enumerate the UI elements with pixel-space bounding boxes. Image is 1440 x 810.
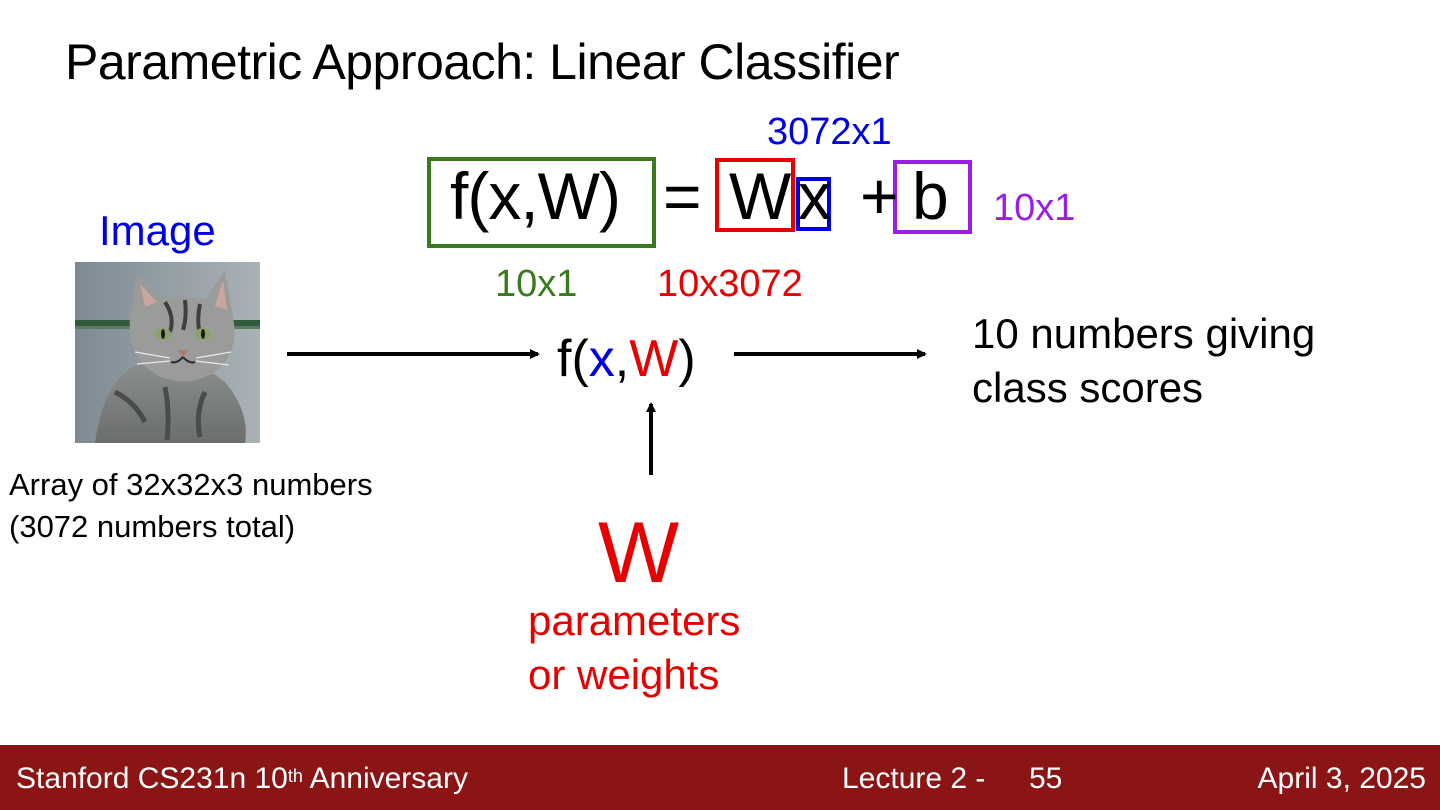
output-line2: class scores bbox=[972, 364, 1204, 411]
cat-image bbox=[75, 262, 260, 443]
footer-date: April 3, 2025 bbox=[1257, 762, 1426, 795]
parameters-line1: parameters bbox=[528, 597, 741, 644]
equation-lhs: f(x,W) bbox=[450, 159, 621, 233]
function-x: x bbox=[588, 330, 615, 388]
footer-page-number: 55 bbox=[1029, 762, 1063, 795]
output-line1: 10 numbers giving bbox=[972, 310, 1316, 357]
parameters-line2: or weights bbox=[528, 651, 720, 698]
function-label: f(x,W) bbox=[557, 327, 696, 391]
output-label: 10 numbers giving class scores bbox=[972, 307, 1392, 415]
bias-box bbox=[893, 160, 972, 234]
footer-course-suffix: Anniversary bbox=[302, 762, 468, 795]
parameters-label: parameters or weights bbox=[528, 594, 808, 702]
weights-symbol: W bbox=[598, 505, 680, 601]
footer-course: Stanford CS231n 10th Anniversary bbox=[16, 761, 468, 797]
weights-box bbox=[715, 158, 795, 232]
array-caption-line2: (3072 numbers total) bbox=[9, 509, 296, 544]
function-comma: , bbox=[614, 330, 630, 388]
footer-course-superscript: th bbox=[287, 766, 303, 786]
equation-equals: = bbox=[663, 159, 702, 233]
function-close: ) bbox=[678, 330, 696, 388]
function-W: W bbox=[629, 330, 679, 388]
footer-lecture: Lecture 2 - bbox=[842, 762, 986, 795]
array-caption: Array of 32x32x3 numbers (3072 numbers t… bbox=[9, 464, 373, 548]
equation-b: b bbox=[912, 159, 949, 233]
equation-plus: + bbox=[860, 159, 899, 233]
footer-bar: Stanford CS231n 10th Anniversary Lecture… bbox=[0, 745, 1440, 810]
function-output-box bbox=[427, 157, 656, 248]
dimension-f: 10x1 bbox=[495, 263, 578, 305]
equation-W: W bbox=[729, 159, 791, 233]
function-open: f( bbox=[557, 330, 589, 388]
array-caption-line1: Array of 32x32x3 numbers bbox=[9, 467, 373, 502]
dimension-x: 3072x1 bbox=[767, 111, 892, 153]
dimension-b: 10x1 bbox=[993, 187, 1076, 229]
image-label: Image bbox=[99, 207, 216, 254]
equation-x: x bbox=[798, 159, 831, 233]
footer-course-text: Stanford CS231n 10 bbox=[16, 762, 288, 795]
slide-title: Parametric Approach: Linear Classifier bbox=[65, 34, 900, 90]
dimension-W: 10x3072 bbox=[657, 263, 803, 305]
input-vector-box bbox=[796, 177, 831, 231]
